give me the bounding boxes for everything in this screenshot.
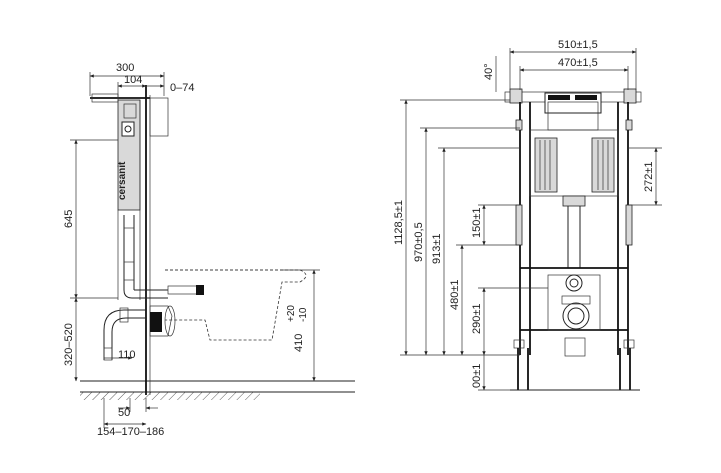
frame-legs [510, 339, 640, 391]
dim-300: 300 [116, 62, 134, 74]
floor [80, 380, 355, 400]
dim-272: 272±1 [643, 161, 655, 192]
dim-970: 970±0,5 [413, 222, 425, 262]
front-flush-pipe [562, 195, 586, 268]
dim-150: 150±1 [471, 207, 483, 238]
frame-column [90, 93, 169, 300]
dim-00: 00±1 [471, 364, 483, 388]
front-outlet [520, 267, 628, 357]
dim-plus20: +20 [286, 305, 297, 322]
dim-290: 290±1 [471, 303, 483, 334]
drain-elbow [103, 305, 176, 361]
dim-913: 913±1 [431, 233, 443, 264]
dim-645: 645 [63, 210, 75, 228]
dim-104: 104 [124, 74, 142, 86]
flush-pipe [123, 215, 204, 299]
brand-label: cersanit [117, 161, 128, 200]
dim-410: 410 [293, 334, 305, 352]
dim-470: 470±1,5 [558, 57, 598, 69]
dim-110: 110 [118, 349, 136, 361]
dim-1128: 1128,5±1 [393, 200, 405, 245]
side-view: cersanit 300 [63, 62, 355, 438]
dim-154-170-186: 154–170–186 [97, 426, 164, 438]
frame-top [504, 88, 642, 131]
dim-0-74: 0–74 [170, 82, 194, 94]
cistern [529, 129, 619, 197]
dim-40-deg: 40° [483, 63, 495, 80]
dim-480: 480±1 [449, 279, 461, 310]
dim-320-520: 320–520 [63, 323, 75, 366]
dim-50: 50 [118, 407, 130, 419]
dim-minus10: -10 [298, 307, 309, 322]
front-view: 510±1,5 470±1,5 40° 1128,5±1 970±0,5 913… [393, 39, 662, 391]
toilet-bowl-outline [165, 269, 307, 341]
dim-510: 510±1,5 [558, 39, 598, 51]
